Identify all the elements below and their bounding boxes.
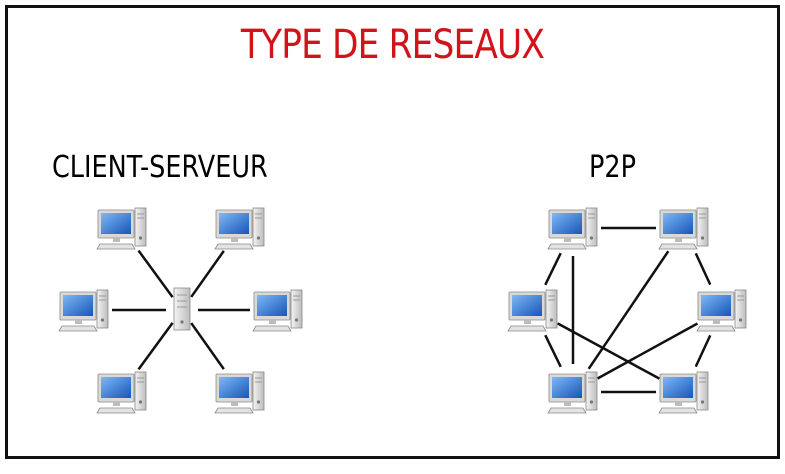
peer-bottom-left-computer-icon [547,371,598,414]
cs-link-server-client-6 [190,322,225,370]
client-6-computer-icon [214,371,265,414]
client-4-computer-icon [252,289,303,332]
p2p-link-peer-top-left-peer-mid-left [544,252,562,286]
client-3-computer-icon [58,289,109,332]
p2p-link-peer-top-right-peer-bottom-left [587,250,670,370]
peer-top-right-computer-icon [658,207,709,250]
p2p-link-peer-mid-left-peer-bottom-left [544,334,562,368]
p2p-link-peer-mid-right-peer-bottom-right [694,334,712,368]
p2p-label: P2P [589,150,636,185]
cs-link-server-client-2 [190,250,225,298]
client-5-computer-icon [96,371,147,414]
peer-mid-left-computer-icon [507,289,558,332]
peer-bottom-right-computer-icon [658,371,709,414]
p2p-link-peer-mid-right-peer-bottom-left [596,322,699,380]
client-serveur-label: CLIENT-SERVEUR [52,150,268,185]
page-title: TYPE DE RESEAUX [240,22,545,68]
p2p-link-peer-top-right-peer-mid-right [694,252,712,286]
cs-link-server-client-1 [137,249,174,298]
peer-top-left-computer-icon [547,207,598,250]
client-2-computer-icon [214,207,265,250]
links-layer [112,226,712,394]
cs-link-server-client-5 [137,322,174,371]
server-icon [173,287,191,331]
p2p-link-peer-mid-left-peer-bottom-right [557,322,660,380]
client-1-computer-icon [96,207,147,250]
peer-mid-right-computer-icon [696,289,747,332]
